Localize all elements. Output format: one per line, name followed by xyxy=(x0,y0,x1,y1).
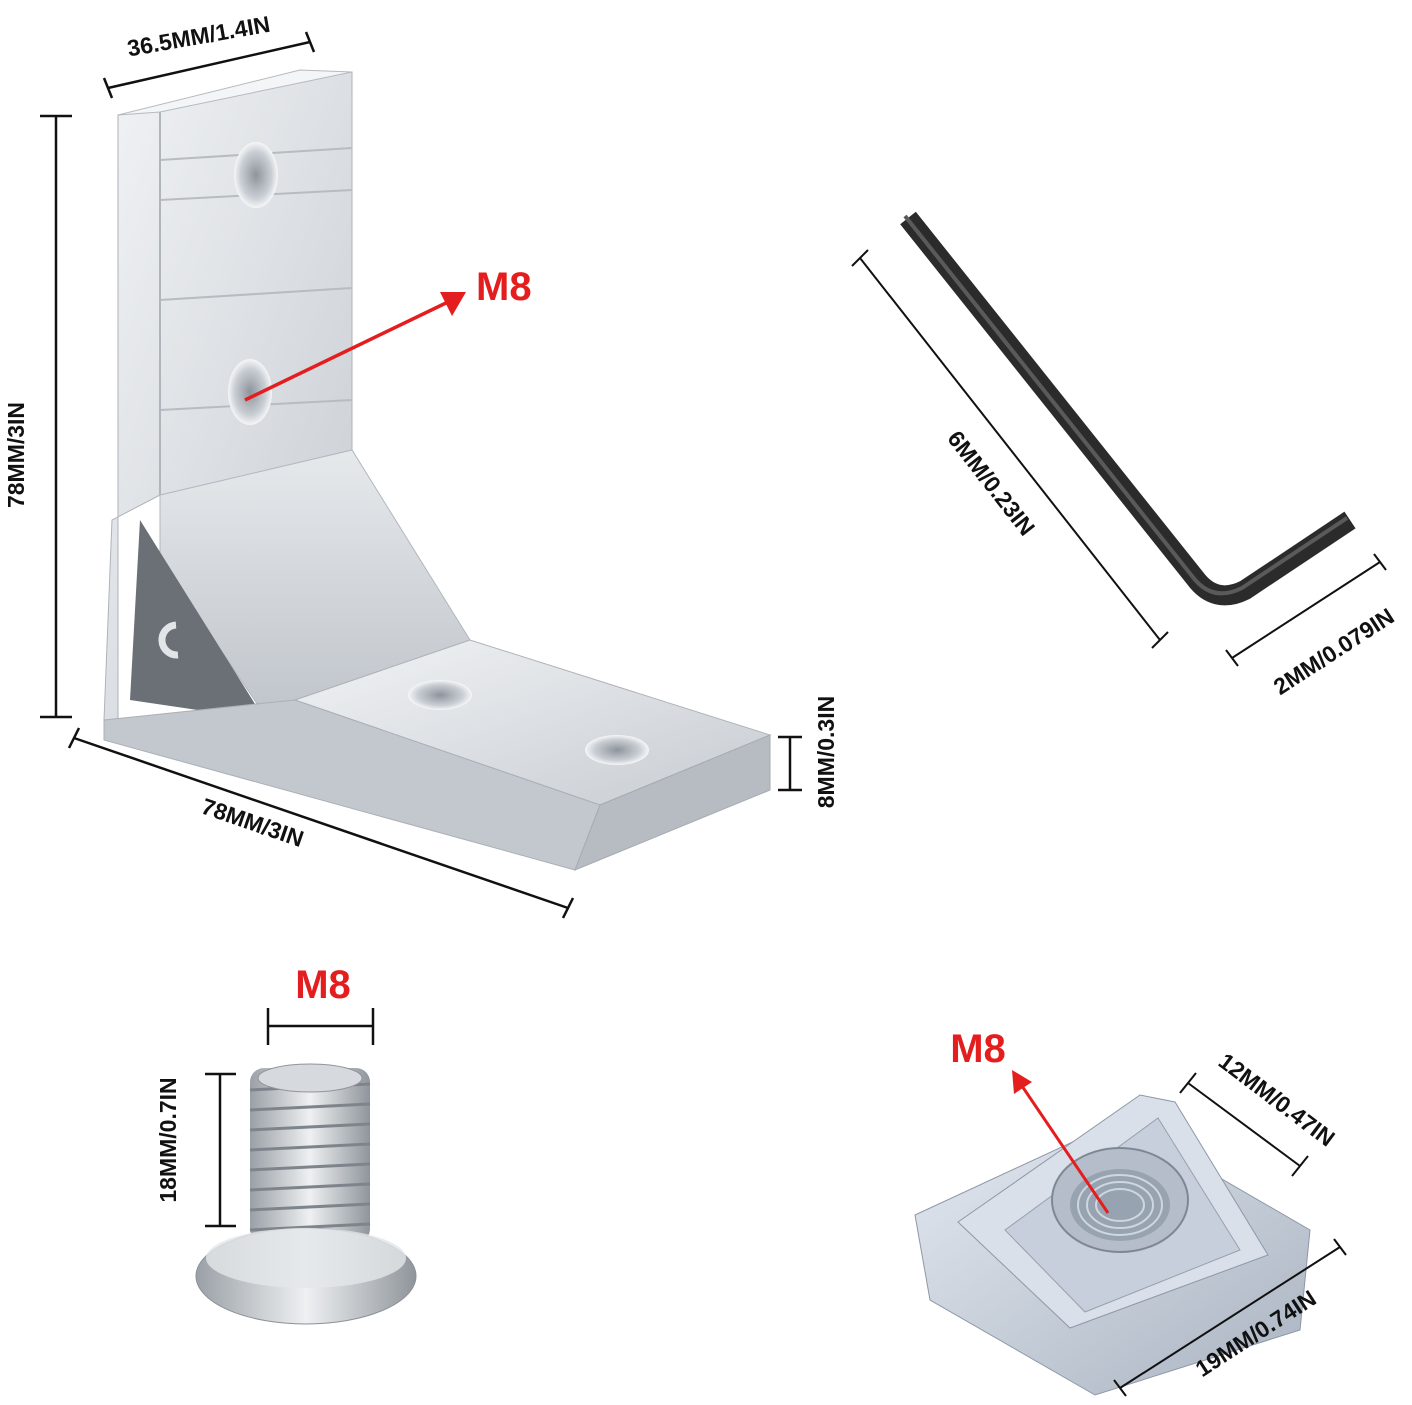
hex-key-image xyxy=(900,211,1356,606)
hex-key-long-label: 6MM/0.23IN xyxy=(942,426,1040,541)
bracket-hole-upper xyxy=(234,142,278,208)
bracket-width-label: 36.5MM/1.4IN xyxy=(125,11,272,62)
bracket-length-label: 78MM/3IN xyxy=(198,793,307,852)
bracket-height-label: 78MM/3IN xyxy=(3,402,29,508)
t-nut-width-label: 12MM/0.47IN xyxy=(1214,1048,1340,1152)
screw-length-label: 18MM/0.7IN xyxy=(155,1077,181,1202)
corner-bracket-image xyxy=(103,69,772,871)
hex-key-short-label: 2MM/0.079IN xyxy=(1269,603,1399,700)
bracket-m8-callout: M8 xyxy=(244,265,532,402)
screw-length-dimension: 18MM/0.7IN xyxy=(155,1072,236,1228)
hex-key-long-dimension: 6MM/0.23IN xyxy=(851,249,1169,649)
bracket-thickness-label: 8MM/0.3IN xyxy=(813,696,839,808)
t-nut-m8-label: M8 xyxy=(950,1027,1006,1071)
screw-m8-label: M8 xyxy=(295,963,351,1007)
bracket-thickness-dimension: 8MM/0.3IN xyxy=(778,696,839,808)
bracket-hole-lower xyxy=(228,359,272,425)
button-head-screw-image xyxy=(195,1063,417,1325)
t-nut-m8-callout: M8 xyxy=(950,1027,1110,1214)
bracket-hole-base-left xyxy=(408,680,472,710)
bracket-m8-label: M8 xyxy=(476,265,532,309)
bracket-hole-base-right xyxy=(585,735,649,765)
bracket-height-dimension: 78MM/3IN xyxy=(3,114,72,719)
t-nut-image xyxy=(914,1094,1311,1396)
screw-m8-dimension: M8 xyxy=(266,963,375,1045)
